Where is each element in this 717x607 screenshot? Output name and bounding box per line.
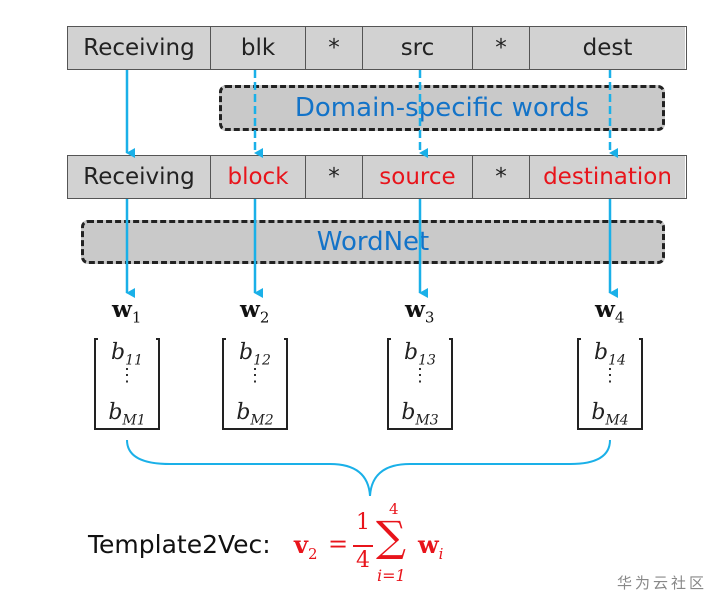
- wordnet-box: WordNet: [81, 220, 665, 264]
- token-cell: *: [473, 156, 530, 198]
- formula-denominator: 4: [356, 548, 370, 573]
- token-cell: src: [363, 27, 473, 69]
- token-cell: source: [363, 156, 473, 198]
- vector-label-w4: w4: [595, 296, 625, 327]
- formula-equals: =: [328, 530, 349, 558]
- token-cell: Receiving: [68, 27, 211, 69]
- token-cell: *: [306, 27, 363, 69]
- formula-sum-symbol: ∑: [376, 512, 406, 561]
- token-cell: blk: [211, 27, 306, 69]
- formula-lhs: v2: [294, 530, 318, 563]
- formula-term: wi: [418, 530, 444, 563]
- raw-template-row: Receiving blk * src * dest: [67, 26, 687, 70]
- watermark-text: 华为云社区: [616, 574, 707, 592]
- token-cell: destination: [530, 156, 685, 198]
- vector-label-w1: w1: [112, 296, 142, 327]
- token-cell: block: [211, 156, 306, 198]
- fraction-bar: [353, 545, 373, 547]
- vector-label-w3: w3: [405, 296, 435, 327]
- token-cell: *: [473, 27, 530, 69]
- token-cell: *: [306, 156, 363, 198]
- token-cell: dest: [530, 27, 685, 69]
- expanded-template-row: Receiving block * source * destination: [67, 155, 687, 199]
- domain-specific-words-box: Domain-specific words: [219, 85, 665, 131]
- formula-numerator: 1: [356, 510, 370, 535]
- curly-brace: [126, 439, 611, 497]
- vector-matrix-w2: b12 ⋮ bM2: [222, 338, 288, 430]
- vector-matrix-w3: b13 ⋮ bM3: [387, 338, 453, 430]
- formula-sum-top: 4: [389, 500, 399, 518]
- formula-sum-bottom: i=1: [377, 566, 406, 585]
- vector-matrix-w4: b14 ⋮ bM4: [577, 338, 643, 430]
- token-cell: Receiving: [68, 156, 211, 198]
- vector-label-w2: w2: [240, 296, 270, 327]
- template2vec-label: Template2Vec:: [88, 530, 271, 559]
- vector-matrix-w1: b11 ⋮ bM1: [94, 338, 160, 430]
